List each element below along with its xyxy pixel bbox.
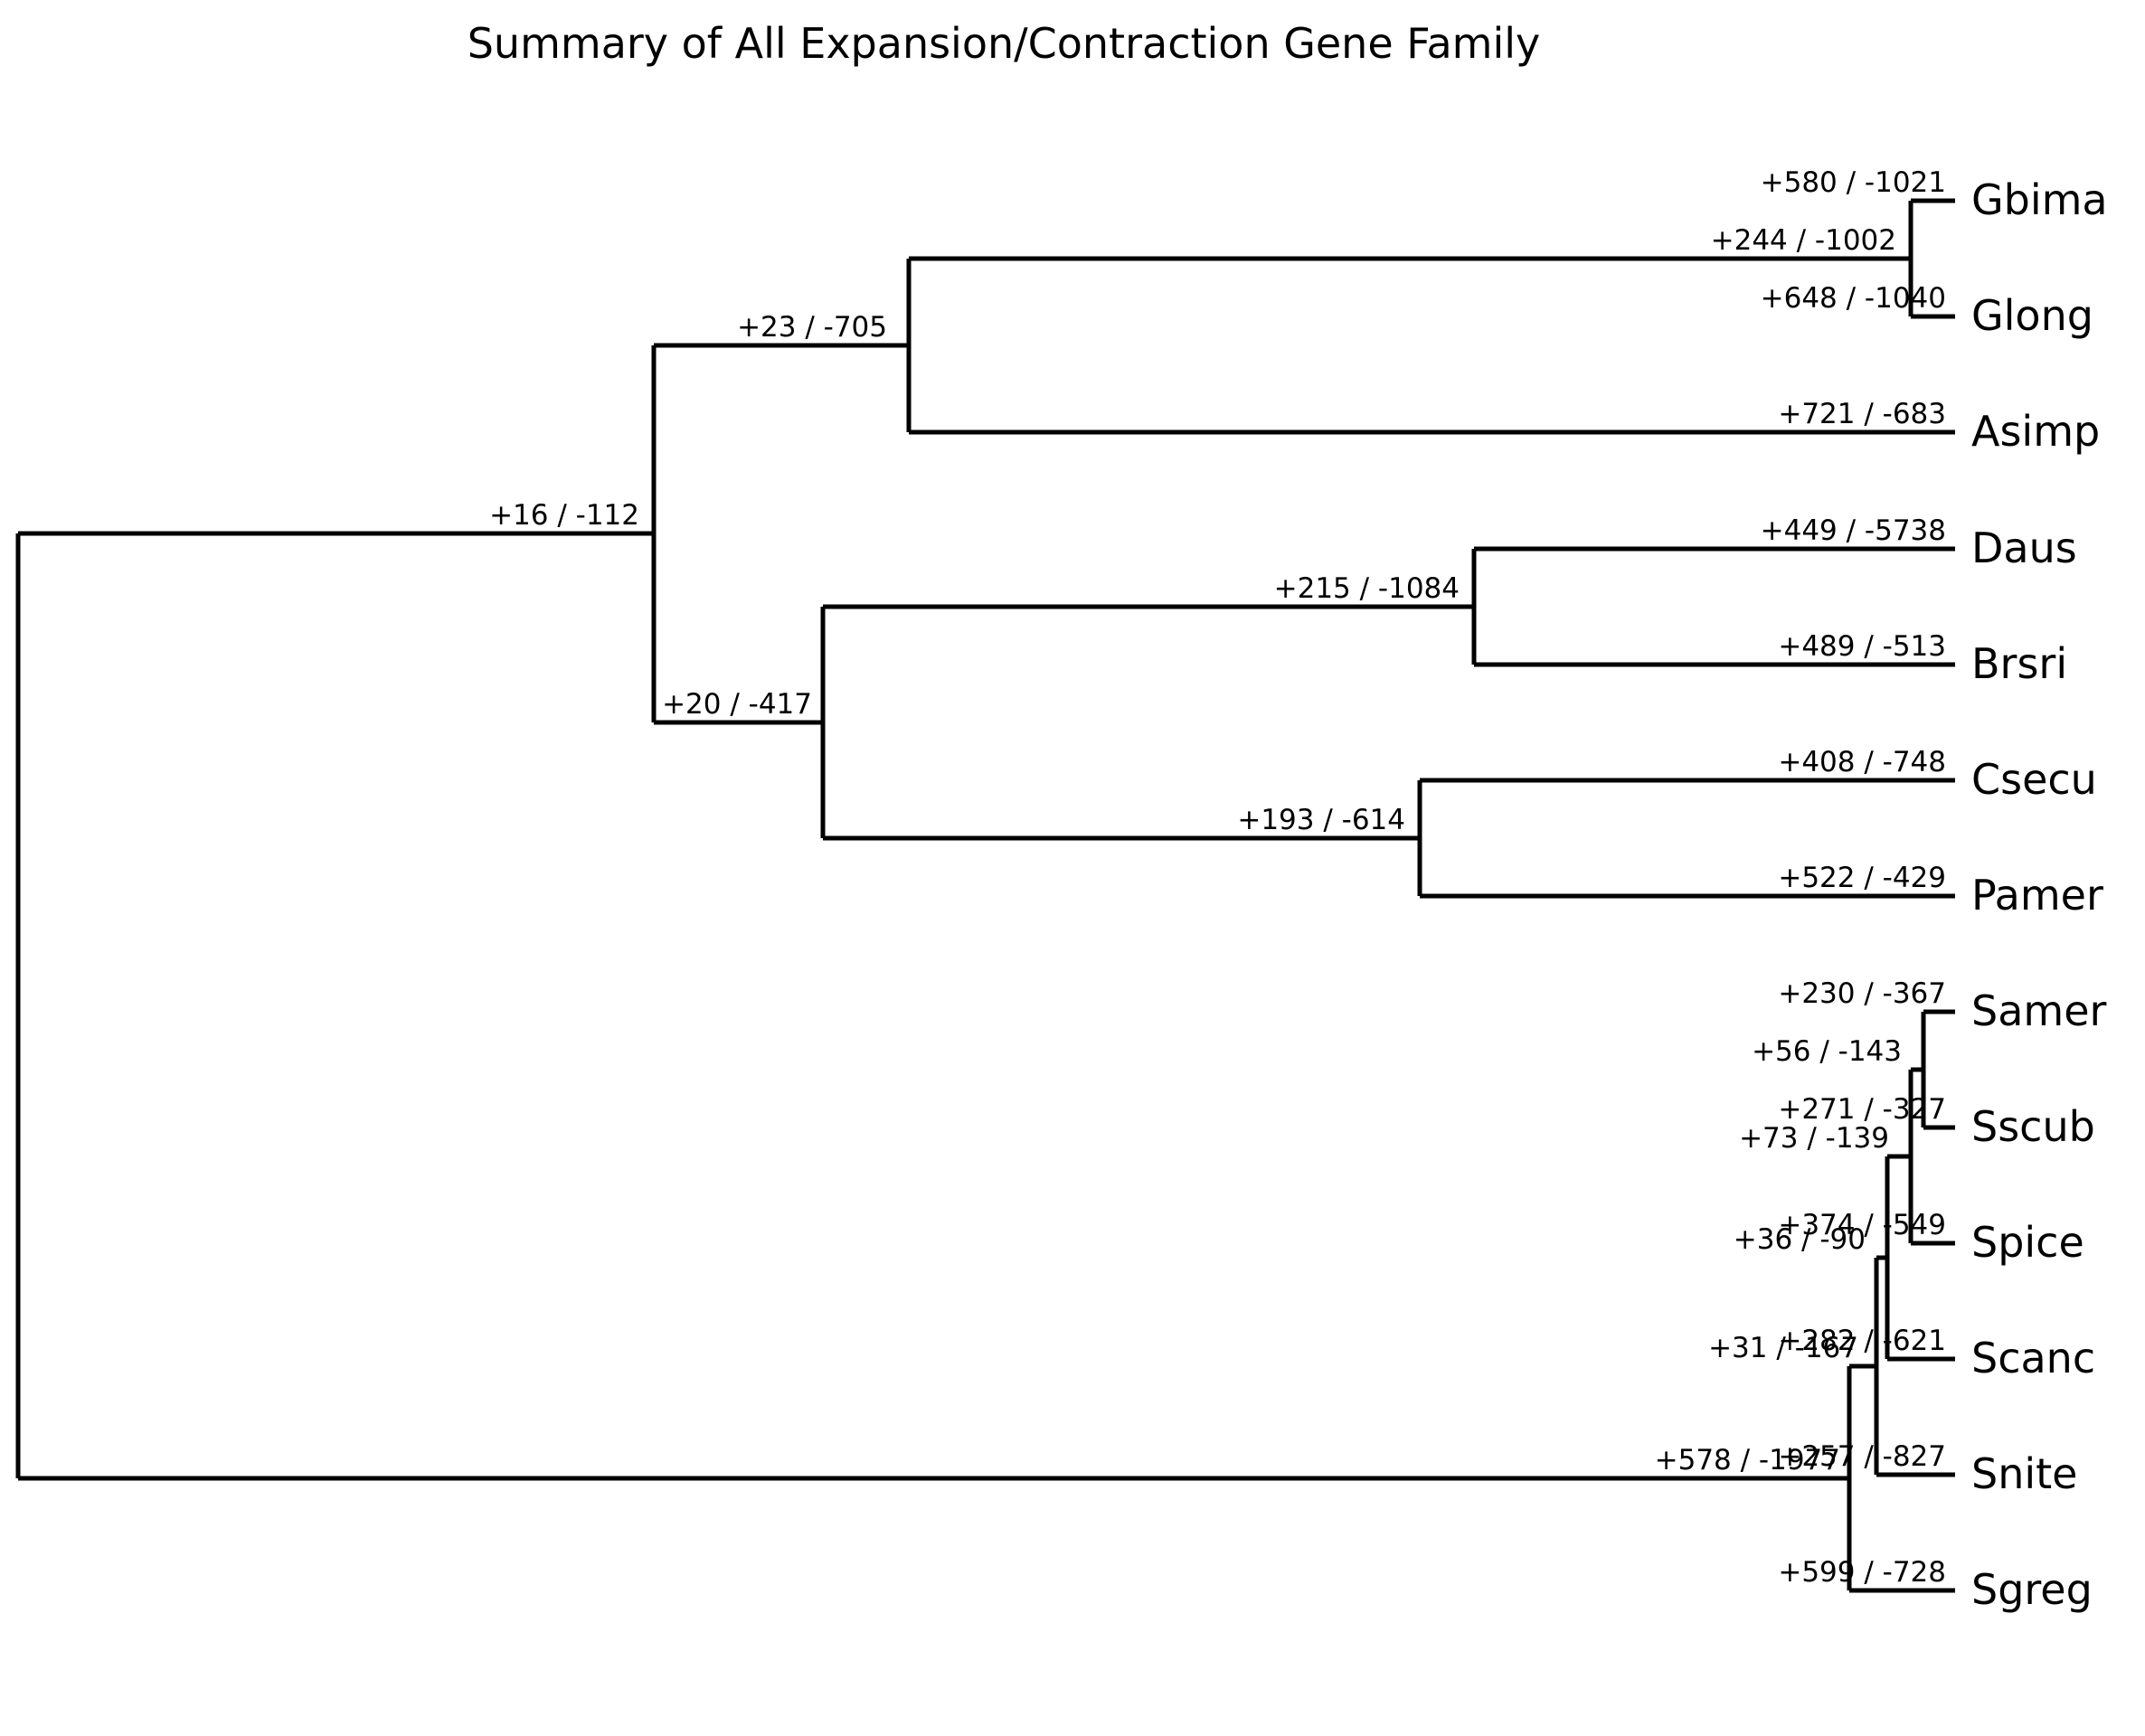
figure-title: Summary of All Expansion/Contraction Gen… — [468, 19, 1541, 68]
tip-name-brsri: Brsri — [1971, 639, 2067, 688]
internal-branch-labels: +16 / -112 +23 / -705 +244 / -1002 +20 /… — [489, 224, 1902, 1477]
label-tip-pamer: +522 / -429 — [1778, 862, 1946, 894]
label-tip-glong: +648 / -1040 — [1761, 282, 1946, 315]
label-node-daus-pamer: +20 / -417 — [662, 688, 812, 721]
tip-name-scanc: Scanc — [1971, 1334, 2095, 1382]
label-node-daus-brsri: +215 / -1084 — [1274, 572, 1460, 605]
tip-name-sscub: Sscub — [1971, 1102, 2095, 1151]
label-node-samer-sscub: +56 / -143 — [1752, 1035, 1902, 1068]
label-tip-samer: +230 / -367 — [1778, 977, 1946, 1010]
label-tip-asimp: +721 / -683 — [1778, 398, 1946, 430]
tip-branch-labels: +580 / -1021 +648 / -1040 +721 / -683 +4… — [1761, 166, 1946, 1589]
label-node-samer-scanc: +36 / -90 — [1734, 1223, 1866, 1256]
label-tip-sgreg: +599 / -728 — [1778, 1556, 1946, 1589]
tip-name-sgreg: Sgreg — [1971, 1565, 2093, 1614]
tip-name-glong: Glong — [1971, 291, 2093, 340]
label-tip-csecu: +408 / -748 — [1778, 746, 1946, 778]
tip-name-samer: Samer — [1971, 986, 2106, 1035]
label-tip-sscub: +271 / -327 — [1778, 1093, 1946, 1126]
label-tip-gbima: +580 / -1021 — [1761, 166, 1946, 199]
label-node-samer-snite: +31 / -167 — [1708, 1332, 1858, 1364]
label-node-samer-spice: +73 / -139 — [1739, 1122, 1889, 1155]
tip-name-daus: Daus — [1971, 524, 2077, 572]
label-node-csecu-pamer: +193 / -614 — [1237, 804, 1405, 836]
label-tip-scanc: +282 / -621 — [1778, 1325, 1946, 1357]
tip-name-spice: Spice — [1971, 1218, 2084, 1267]
label-tip-daus: +449 / -5738 — [1761, 514, 1946, 547]
label-node-root-lower: +578 / -1977 — [1655, 1444, 1840, 1477]
tip-name-asimp: Asimp — [1971, 407, 2100, 456]
tip-name-gbima: Gbima — [1971, 175, 2108, 224]
label-tip-snite: +257 / -827 — [1778, 1440, 1946, 1473]
tip-name-pamer: Pamer — [1971, 871, 2103, 920]
tip-names: Gbima Glong Asimp Daus Brsri Csecu Pamer… — [1971, 175, 2108, 1614]
label-node-root-upper: +16 / -112 — [489, 499, 639, 532]
label-node-gbima-glong: +244 / -1002 — [1711, 224, 1896, 257]
label-node-gbima-asimp: +23 / -705 — [737, 311, 887, 344]
label-tip-spice: +374 / -549 — [1778, 1209, 1946, 1241]
label-tip-brsri: +489 / -513 — [1778, 630, 1946, 663]
tip-name-csecu: Csecu — [1971, 755, 2097, 804]
tree-edges — [15, 198, 1955, 1593]
tip-name-snite: Snite — [1971, 1449, 2077, 1498]
